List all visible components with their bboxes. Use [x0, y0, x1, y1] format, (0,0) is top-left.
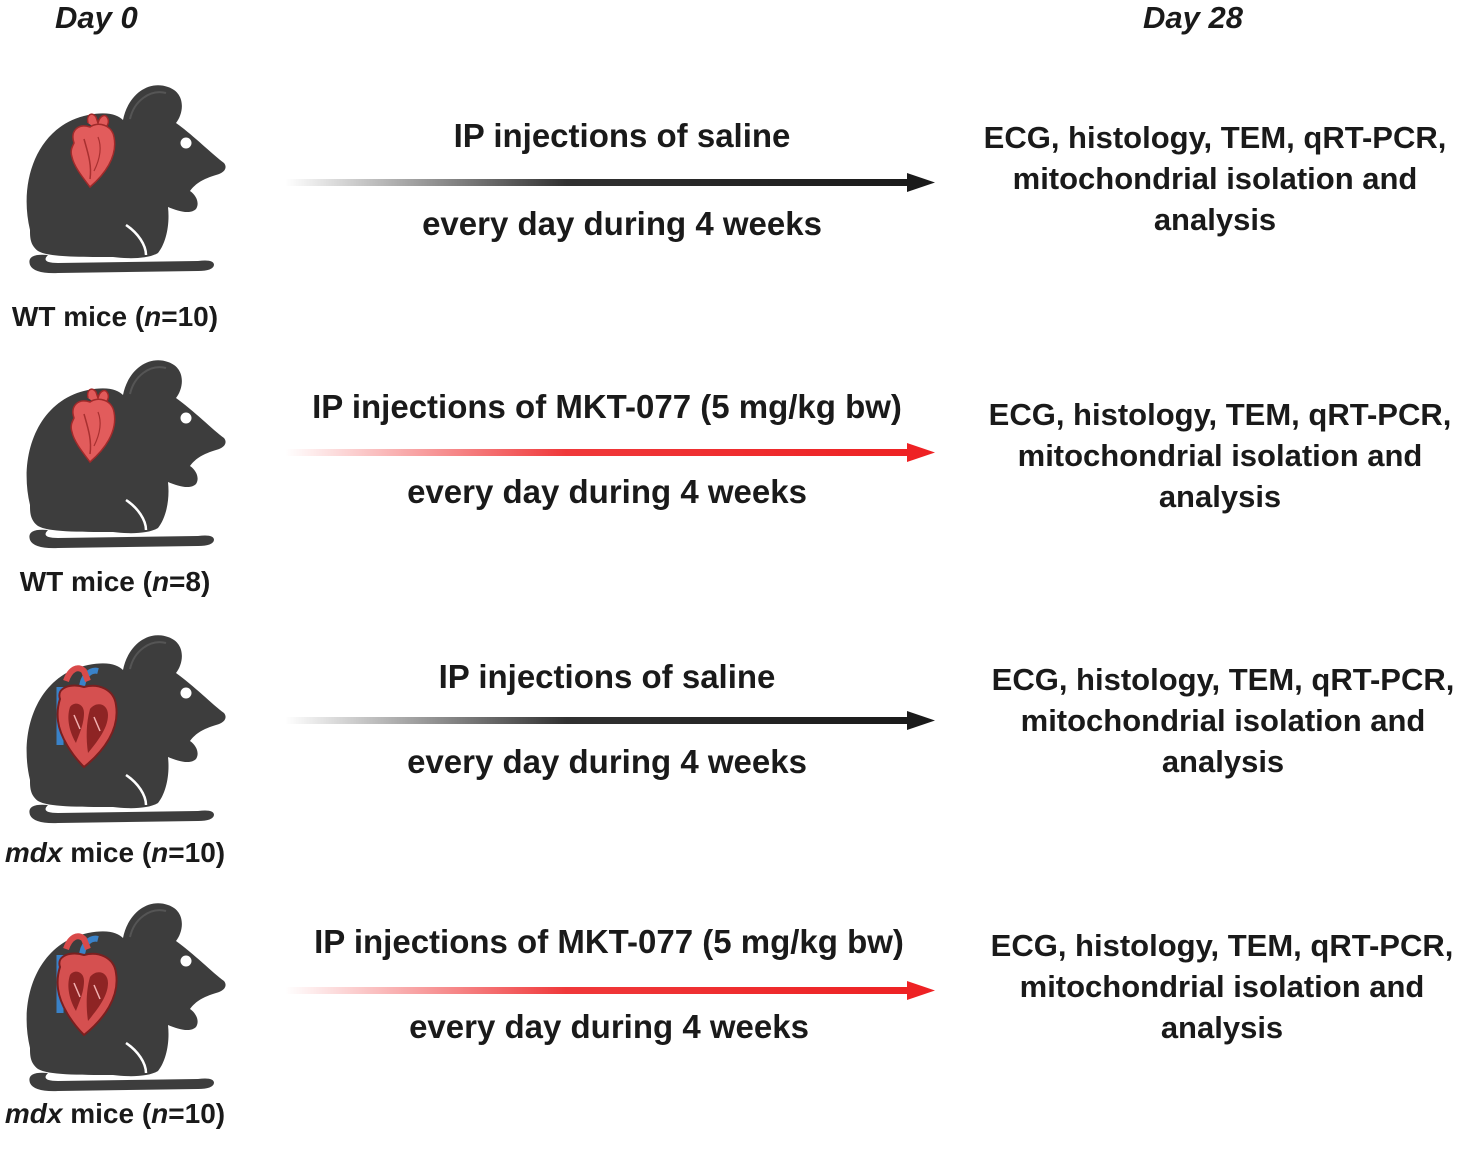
schedule-label: every day during 4 weeks	[409, 1008, 809, 1045]
analysis-line: mitochondrial isolation and	[1019, 969, 1425, 1004]
analysis-line: mitochondrial isolation and	[1020, 703, 1426, 738]
treatment-label: IP injections of MKT-077 (5 mg/kg bw)	[312, 388, 902, 425]
day-0-header: Day 0	[55, 0, 138, 35]
group-label: mdx mice (n=10)	[0, 837, 230, 869]
analysis-list: ECG, histology, TEM, qRT-PCR, mitochondri…	[963, 659, 1478, 782]
label-text: WT mice (	[11, 301, 145, 332]
sample-size-value: =10)	[168, 1098, 226, 1129]
mouse-icon	[26, 360, 226, 549]
strain-name: mdx	[4, 837, 63, 868]
analysis-line: ECG, histology, TEM, qRT-PCR,	[991, 662, 1455, 697]
study-group: WT mice (n=8) IP injections of MKT-077 (5…	[0, 350, 1478, 620]
study-group: mdx mice (n=10) IP injections of MKT-077 …	[0, 893, 1478, 1163]
study-group: WT mice (n=10) IP injections of saline eve…	[0, 75, 1478, 345]
mouse-silhouette	[26, 360, 226, 549]
group-label: mdx mice (n=10)	[0, 1098, 230, 1130]
mouse-icon	[26, 635, 226, 824]
heart-cross-section-icon	[56, 933, 118, 1037]
mouse-silhouette	[26, 85, 226, 274]
sample-size-value: =10)	[161, 301, 219, 332]
treatment-label: IP injections of MKT-077 (5 mg/kg bw)	[314, 923, 904, 960]
mouse-eye	[180, 687, 192, 699]
arrowhead	[907, 173, 935, 192]
timeline-arrow	[285, 443, 935, 462]
analysis-line: ECG, histology, TEM, qRT-PCR,	[988, 397, 1452, 432]
analysis-line: analysis	[1160, 1010, 1284, 1045]
day-28-header: Day 28	[1143, 0, 1243, 35]
mouse-eye	[180, 412, 192, 424]
heart-icon	[70, 113, 116, 189]
analysis-line: analysis	[1161, 744, 1285, 779]
group-label: WT mice (n=8)	[0, 566, 230, 598]
label-text: mice (	[62, 837, 152, 868]
sample-size-symbol: n	[151, 1098, 169, 1129]
arrowhead	[907, 443, 935, 462]
sample-size-symbol: n	[151, 837, 169, 868]
analysis-line: analysis	[1158, 479, 1282, 514]
timeline-arrow	[285, 711, 935, 730]
sample-size-value: =10)	[168, 837, 226, 868]
group-label: WT mice (n=10)	[0, 301, 230, 333]
mouse-silhouette	[26, 635, 226, 824]
analysis-line: ECG, histology, TEM, qRT-PCR,	[990, 928, 1454, 963]
analysis-line: ECG, histology, TEM, qRT-PCR,	[983, 120, 1447, 155]
analysis-line: mitochondrial isolation and	[1017, 438, 1423, 473]
analysis-list: ECG, histology, TEM, qRT-PCR, mitochondri…	[962, 925, 1478, 1048]
arrowhead	[907, 711, 935, 730]
label-text: WT mice (	[19, 566, 152, 597]
mouse-eye	[180, 137, 192, 149]
label-text: mice (	[62, 1098, 152, 1129]
mouse-icon	[26, 85, 226, 274]
arrowhead	[907, 981, 935, 1000]
timeline-arrow	[285, 173, 935, 192]
mouse-eye	[180, 955, 192, 967]
sample-size-symbol: n	[144, 301, 162, 332]
analysis-line: mitochondrial isolation and	[1012, 161, 1418, 196]
treatment-label: IP injections of saline	[453, 117, 791, 154]
analysis-list: ECG, histology, TEM, qRT-PCR, mitochondri…	[960, 394, 1478, 517]
analysis-list: ECG, histology, TEM, qRT-PCR, mitochondri…	[955, 117, 1475, 240]
study-group: mdx mice (n=10) IP injections of saline ev…	[0, 625, 1478, 895]
analysis-line: analysis	[1153, 202, 1277, 237]
schedule-label: every day during 4 weeks	[422, 205, 822, 242]
sample-size-value: =8)	[169, 566, 211, 597]
strain-name: mdx	[4, 1098, 63, 1129]
timeline-arrow	[285, 981, 935, 1000]
mouse-icon	[26, 903, 226, 1092]
schedule-label: every day during 4 weeks	[407, 743, 807, 780]
treatment-label: IP injections of saline	[438, 658, 776, 695]
mouse-silhouette	[26, 903, 226, 1092]
heart-icon	[70, 388, 116, 464]
heart-cross-section-icon	[56, 665, 118, 769]
schedule-label: every day during 4 weeks	[407, 473, 807, 510]
sample-size-symbol: n	[151, 566, 170, 597]
